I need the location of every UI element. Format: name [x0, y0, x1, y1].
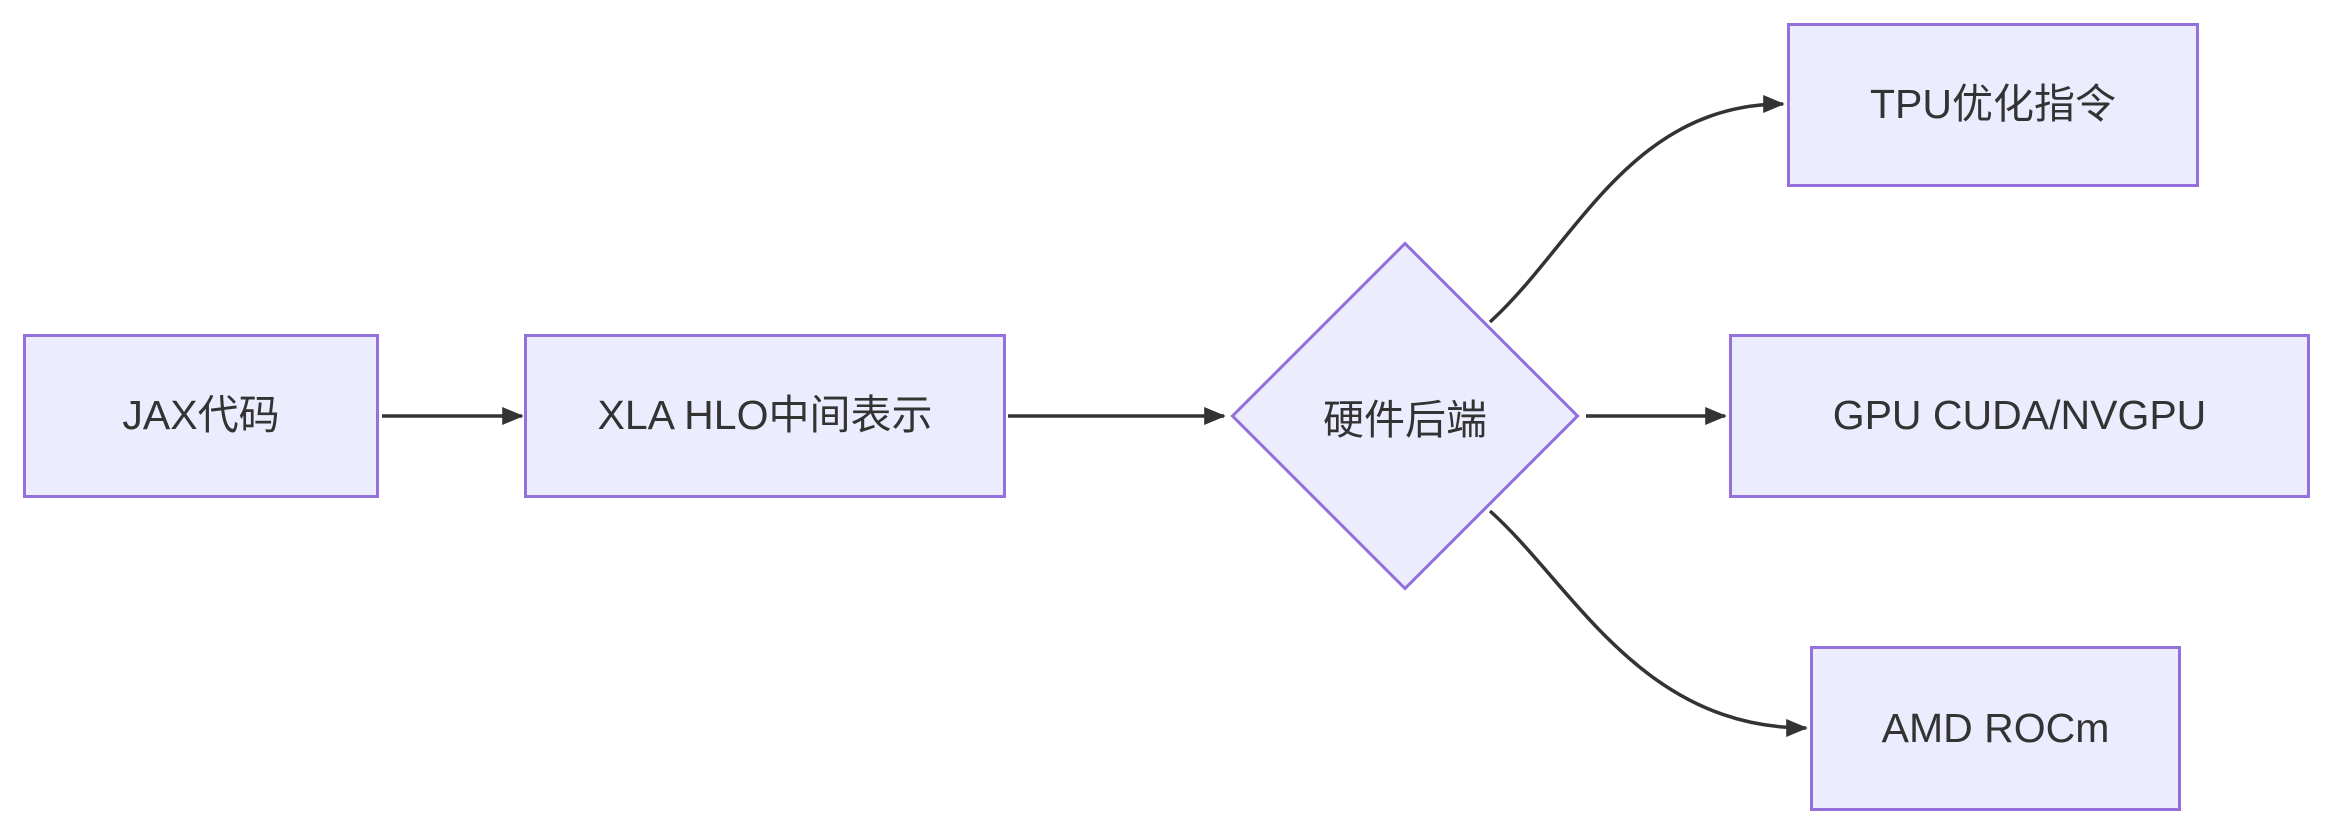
node-hardware-backend-label: 硬件后端 [1323, 397, 1487, 443]
edge-backend-to-amd [1488, 509, 1808, 737]
node-jax-code: JAX代码 [23, 334, 379, 498]
node-hardware-backend: 硬件后端 [1228, 239, 1582, 593]
node-amd-rocm-label: AMD ROCm [1881, 704, 2110, 751]
node-tpu-optimized-instructions: TPU优化指令 [1787, 23, 2199, 187]
node-xla-hlo-ir-label: XLA HLO中间表示 [597, 392, 933, 439]
node-jax-code-label: JAX代码 [122, 392, 280, 439]
node-gpu-cuda-nvgpu-label: GPU CUDA/NVGPU [1832, 392, 2207, 439]
node-gpu-cuda-nvgpu: GPU CUDA/NVGPU [1729, 334, 2310, 498]
node-amd-rocm: AMD ROCm [1810, 646, 2181, 811]
node-tpu-optimized-instructions-label: TPU优化指令 [1870, 81, 2116, 128]
node-xla-hlo-ir: XLA HLO中间表示 [524, 334, 1006, 498]
edge-backend-to-tpu [1488, 95, 1785, 324]
